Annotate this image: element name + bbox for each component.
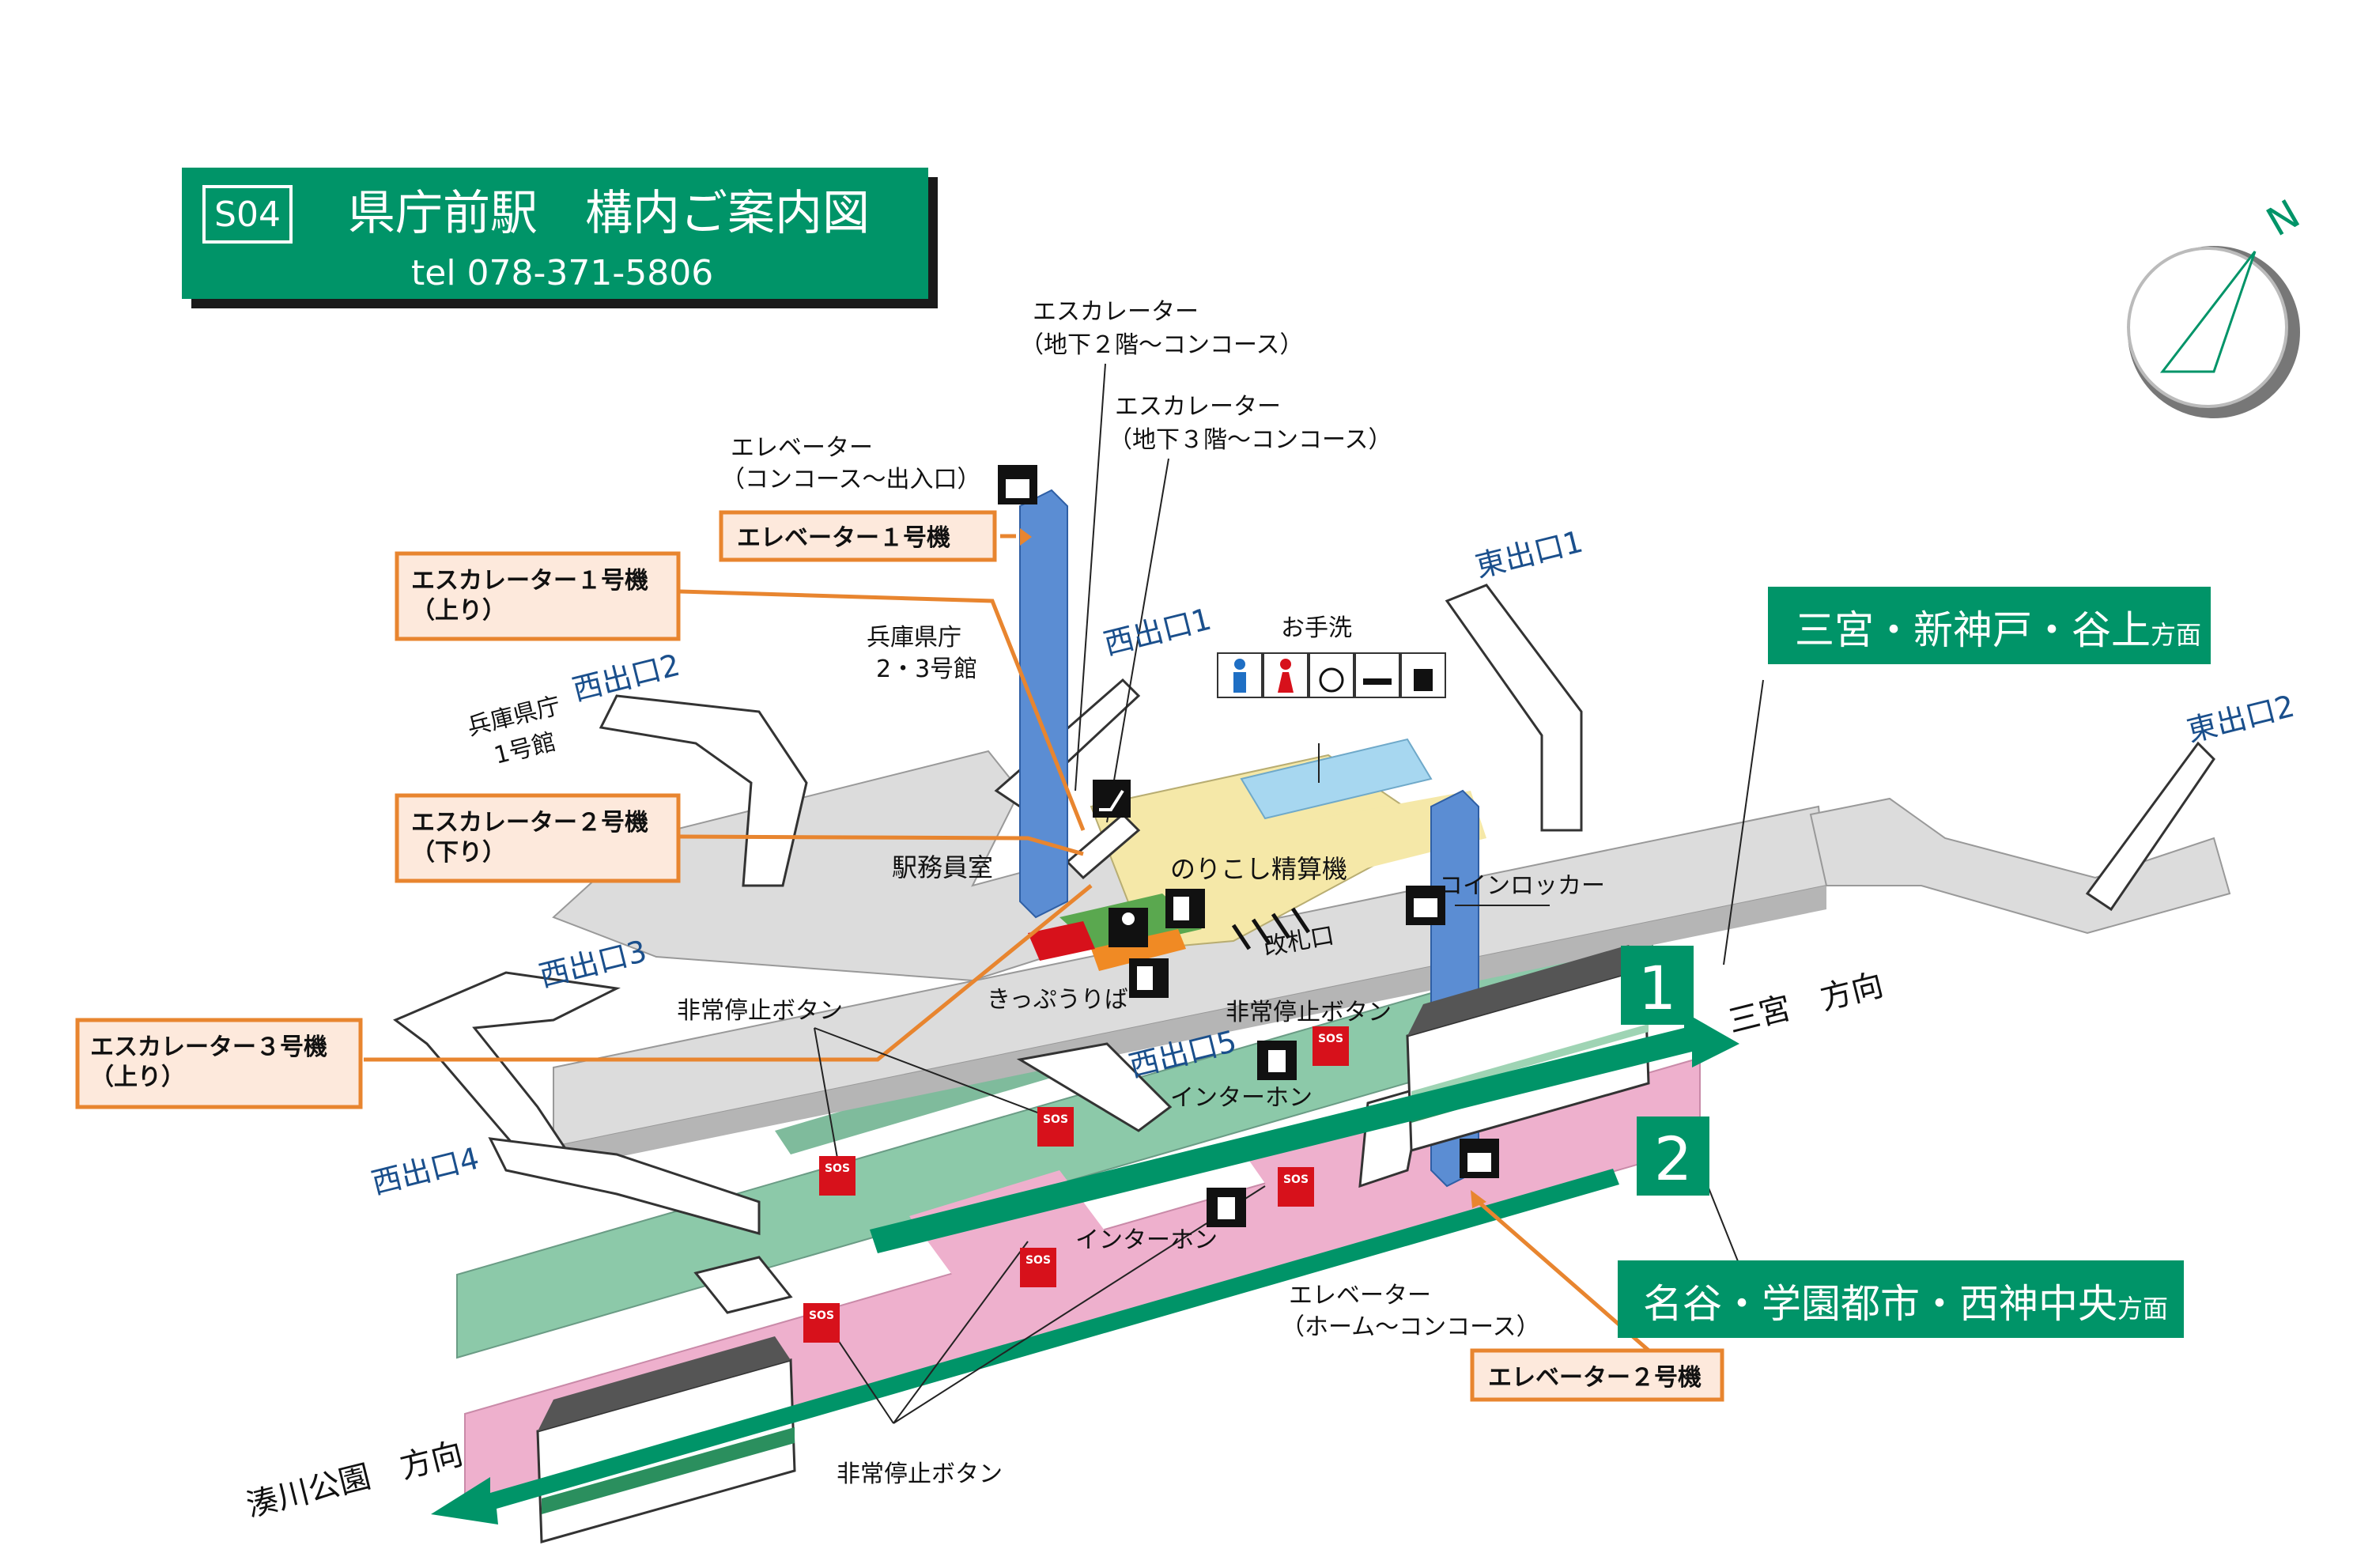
sos-button-icon [1313, 1026, 1349, 1066]
station-code-box [202, 185, 293, 244]
emergency-stop-label-right: 非常停止ボタン [1226, 999, 1392, 1026]
track1-destinations: 三宮・新神戸・谷上方面 [1795, 607, 2201, 653]
stairs-west4 [488, 1137, 761, 1235]
svg-text:エレベーター２号機: エレベーター２号機 [1488, 1364, 1702, 1392]
fare-adjust-label: のりこし精算機 [1170, 854, 1347, 884]
exit-west4: 西出口4 [368, 1141, 483, 1201]
track2-destinations: 名谷・学園都市・西神中央方面 [1643, 1281, 2168, 1327]
leader-escalator1 [679, 589, 1086, 831]
leader-escalator2 [679, 834, 1084, 856]
exit-east2: 東出口2 [2184, 689, 2298, 749]
svg-text:（地下２階～コンコース）: （地下２階～コンコース） [1020, 331, 1304, 359]
elevator-bottom-label: エレベーター [1289, 1282, 1431, 1309]
coin-locker-label: コインロッカー [1439, 872, 1605, 900]
emergency-stop-label-bottom: 非常停止ボタン [837, 1460, 1003, 1488]
svg-text:1号館: 1号館 [491, 728, 558, 770]
leader-escalator3 [364, 884, 1093, 1062]
accessible-restroom-icon [1309, 652, 1354, 698]
svg-text:（上り）: （上り） [411, 597, 506, 625]
intercom-label-upper: インターホン [1170, 1084, 1313, 1112]
svg-text:SOS: SOS [1043, 1113, 1068, 1126]
restroom-label: お手洗 [1281, 614, 1352, 642]
ticket-sales-label: きっぷうりば [987, 986, 1128, 1014]
arrow-head-icon [1471, 1190, 1486, 1208]
sos-buttons: SOS SOS SOS SOS SOS SOS [803, 1026, 1349, 1343]
svg-text:エスカレーター３号機: エスカレーター３号機 [90, 1033, 327, 1061]
escalator-icon [1093, 780, 1131, 818]
sos-button-icon [1037, 1107, 1074, 1147]
compass: N [2127, 191, 2307, 418]
intercom-label-lower: インターホン [1075, 1226, 1218, 1254]
svg-text:（上り）: （上り） [90, 1064, 185, 1091]
track2-direction-label: 湊川公園 方向 [243, 1435, 466, 1524]
svg-text:SOS: SOS [1318, 1033, 1343, 1045]
elevator-top-label: エレベーター [731, 434, 873, 462]
sos-button-icon [819, 1156, 856, 1196]
svg-text:エスカレーター２号機: エスカレーター２号機 [411, 809, 648, 837]
svg-text:（ホーム～コンコース）: （ホーム～コンコース） [1281, 1313, 1540, 1341]
svg-text:（コンコース～出入口）: （コンコース～出入口） [721, 466, 981, 493]
stairs-platform-west [693, 1256, 793, 1314]
exit-west1: 西出口1 [1101, 602, 1215, 662]
direction-panel-track1: 三宮・新神戸・谷上方面 [1768, 587, 2211, 664]
callout-escalator2 [395, 793, 681, 883]
ticket-gate-icon [1231, 907, 1311, 950]
exit-east1: 東出口1 [1472, 524, 1587, 584]
callout-escalator1 [395, 551, 681, 641]
hyogo-building-23: 兵庫県庁 [867, 624, 961, 652]
escalator-b2-label: エスカレーター [1033, 298, 1199, 326]
svg-text:SOS: SOS [1283, 1173, 1309, 1186]
station-code: S04 [214, 195, 281, 235]
track-number-1: 1 [1621, 946, 1694, 1025]
arrow-head-icon [1020, 528, 1032, 546]
svg-text:SOS: SOS [825, 1162, 850, 1175]
header-panel [182, 168, 928, 299]
svg-text:2: 2 [1654, 1124, 1692, 1194]
callout-elevator1 [719, 510, 997, 562]
callout-escalator3 [75, 1018, 363, 1109]
stairs-east2 [2085, 741, 2215, 912]
arrow-east-icon [870, 1012, 1739, 1253]
svg-text:（地下３階～コンコース）: （地下３階～コンコース） [1109, 426, 1392, 454]
escalator-b3-label: エスカレーター [1115, 393, 1281, 421]
svg-text:エレベーター１号機: エレベーター１号機 [737, 524, 950, 552]
escalator-icon-stack [1065, 812, 1141, 880]
restroom-area [1240, 738, 1433, 820]
phone-number: tel 078-371-5806 [411, 253, 713, 293]
sos-button-icon [1020, 1248, 1056, 1287]
facility-labels: エスカレーター （地下２階～コンコース） エスカレーター （地下３階～コンコース… [464, 298, 1605, 1488]
track1-direction-label: 三宮 方向 [1724, 967, 1887, 1041]
emergency-stop-label-left: 非常停止ボタン [677, 997, 843, 1025]
svg-text:SOS: SOS [809, 1309, 834, 1322]
callout-leaders [364, 534, 1654, 1355]
stairs-east1 [1445, 584, 1583, 832]
sos-button-icon [803, 1303, 840, 1343]
callouts: エレベーター１号機 エスカレーター１号機 （上り） エスカレーター２号機 （下り… [75, 510, 1724, 1402]
restroom-pictograms [1217, 652, 1446, 698]
stairs-west3 [393, 971, 621, 1156]
svg-text:2・3号館: 2・3号館 [876, 656, 977, 683]
label-leaders [814, 363, 1764, 1424]
station-office-label: 駅務員室 [892, 852, 993, 882]
arrow-west-icon [431, 1169, 1619, 1525]
elevator-shaft-1 [1019, 489, 1068, 919]
baby-changing-icon [1354, 652, 1400, 698]
track-number-2: 2 [1637, 1116, 1709, 1196]
page-title: 県庁前駅 構内ご案内図 [348, 186, 870, 241]
facility-pictograms [998, 465, 1499, 1227]
svg-text:エスカレーター１号機: エスカレーター１号機 [411, 567, 648, 595]
callout-elevator2 [1470, 1348, 1724, 1402]
svg-text:1: 1 [1638, 953, 1676, 1023]
stairs-west5 [1016, 1042, 1173, 1132]
svg-text:（下り）: （下り） [411, 839, 506, 867]
direction-arrow-track2 [431, 1169, 1619, 1525]
direction-panel-track2: 名谷・学園都市・西神中央方面 [1618, 1260, 2184, 1338]
direction-arrow-track1 [870, 1012, 1739, 1253]
compass-north-label: N [2259, 191, 2307, 245]
header: S04 県庁前駅 構内ご案内図 tel 078-371-5806 [182, 168, 938, 308]
sos-button-icon [1278, 1167, 1314, 1207]
svg-text:SOS: SOS [1025, 1254, 1051, 1267]
